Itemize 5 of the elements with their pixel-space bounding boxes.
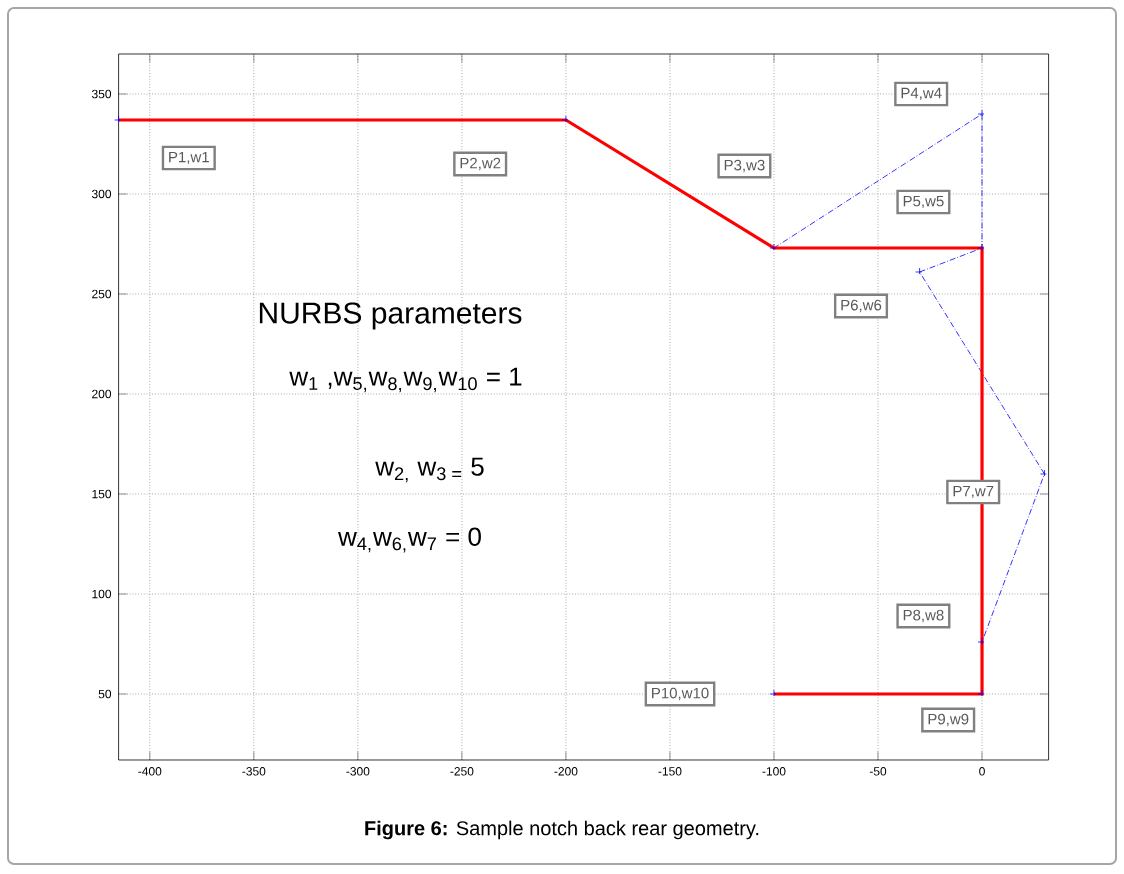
figure-caption: Figure 6: Sample notch back rear geometry. — [365, 820, 759, 840]
weight-formula: w$_{2,}$ w$_{3 =}$ 5 — [375, 457, 484, 483]
weight-formula: w$_{4,}$w$_{6,}$w$_{7}$ = 0 — [338, 527, 481, 553]
weight-formula: w$_{1}$ ,w$_{5,}$w$_{8,}$w$_{9,}$w$_{10}$ = 1 — [289, 367, 522, 393]
heading-text: NURBS parameters — [259, 302, 522, 330]
